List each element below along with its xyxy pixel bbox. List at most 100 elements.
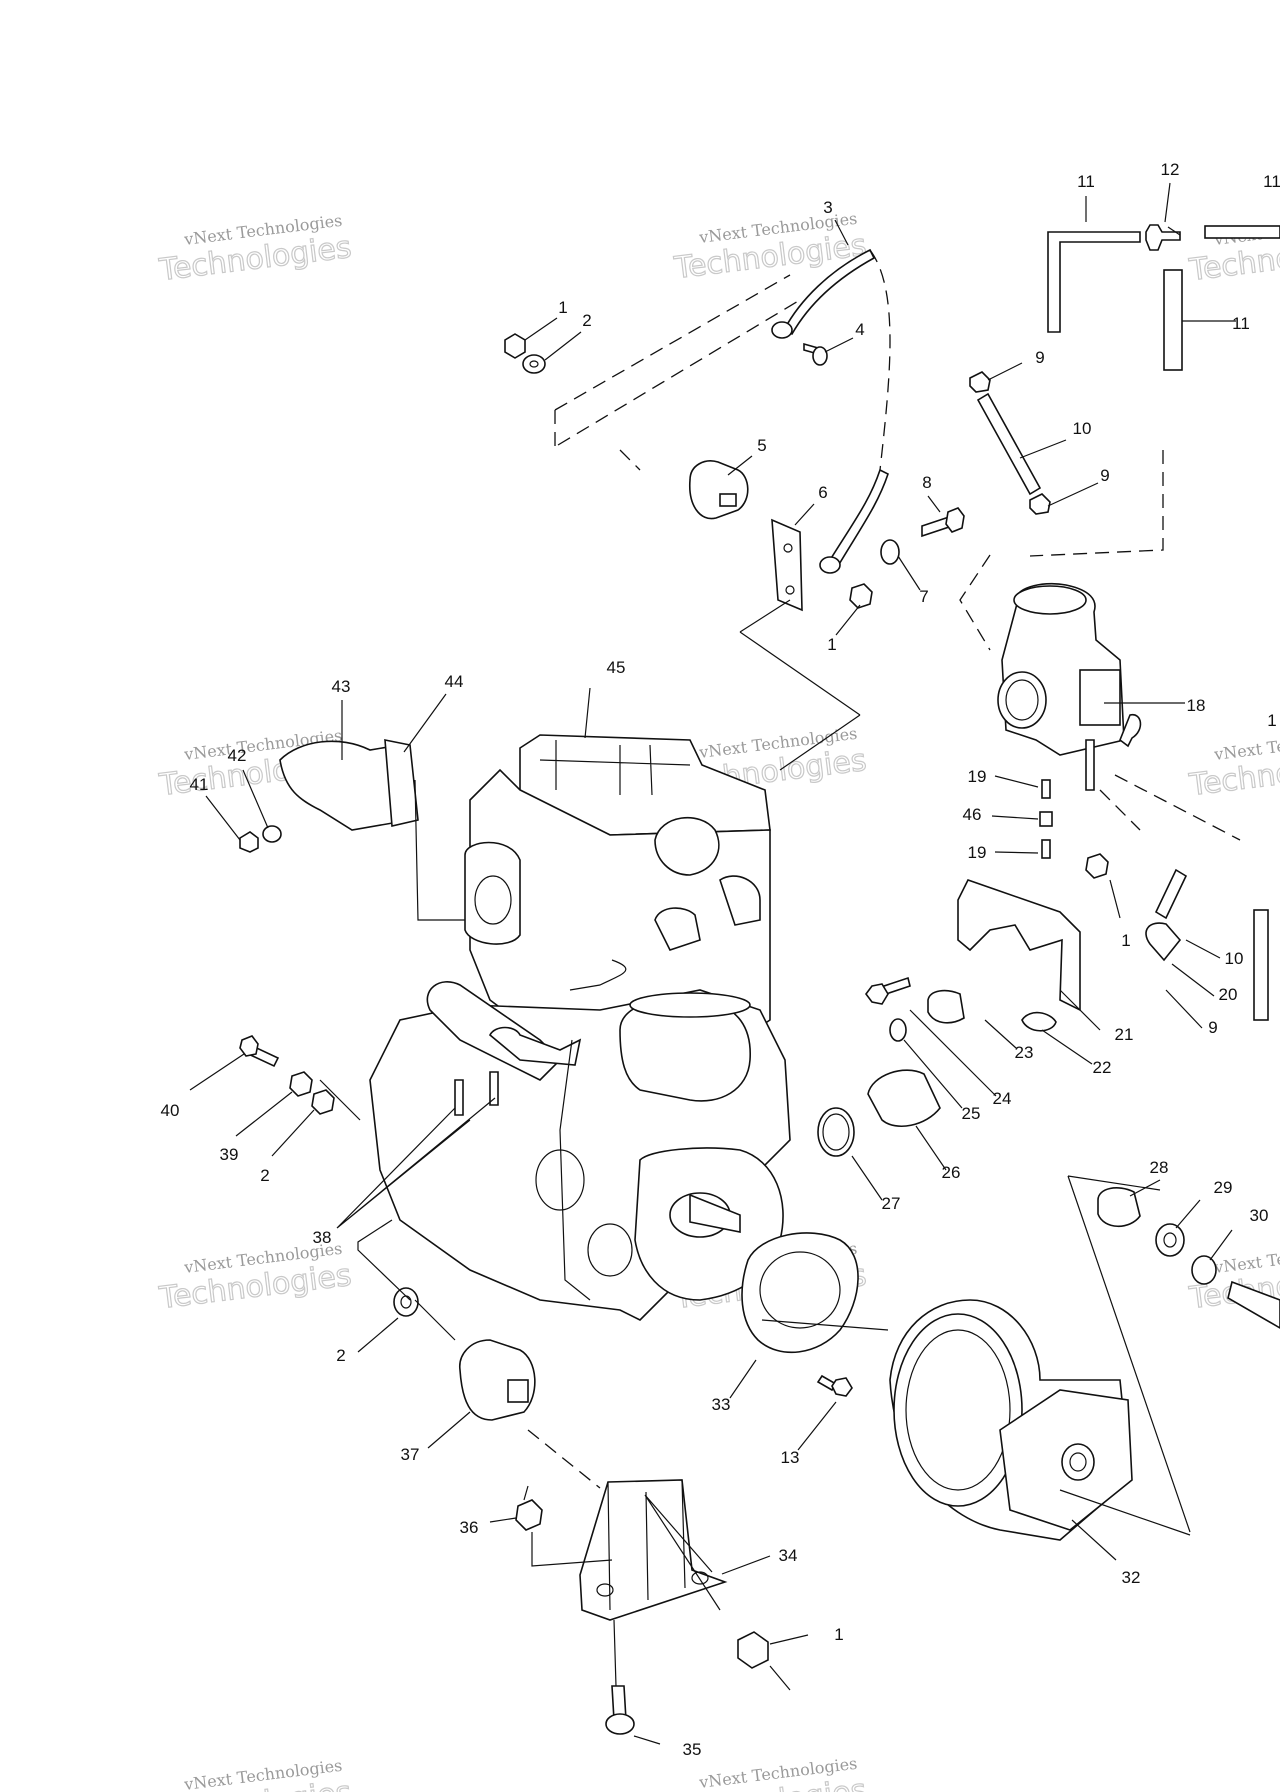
- clutch-cover-plate: [741, 1232, 859, 1354]
- washer: [889, 1018, 907, 1042]
- exhaust-manifold-group: [205, 693, 478, 921]
- rubber-mount: [689, 460, 749, 520]
- washer: [522, 354, 546, 374]
- carburetor-screw: [1085, 739, 1095, 791]
- callout-30: 30: [1250, 1206, 1269, 1225]
- lock-washer: [880, 539, 900, 565]
- engine-block: [336, 687, 791, 1321]
- callout-10: 10: [1073, 419, 1092, 438]
- callout-11: 11: [1232, 314, 1250, 333]
- callout-11: 11: [1077, 172, 1095, 191]
- callout-5: 5: [757, 436, 766, 455]
- nut: [515, 1499, 543, 1531]
- crankshaft: [689, 1193, 741, 1233]
- hose-clamp: [969, 371, 991, 393]
- clutch-sheave: [893, 1313, 1023, 1507]
- callout-46: 46: [963, 805, 982, 824]
- mount-stud: [507, 1379, 529, 1403]
- callout-7: 7: [919, 587, 928, 606]
- bolt-head: [831, 1377, 853, 1397]
- cable-terminal: [819, 556, 841, 574]
- thermostat-housing: [654, 816, 720, 876]
- callout-28: 28: [1150, 1158, 1169, 1177]
- vent-hose-group: [959, 182, 1280, 651]
- nut: [1085, 853, 1109, 879]
- nut: [737, 1631, 769, 1669]
- callout-42: 42: [228, 746, 247, 765]
- callout-11: 11: [1263, 172, 1280, 191]
- callout-27: 27: [882, 1194, 901, 1213]
- callout-9: 9: [1035, 348, 1044, 367]
- bolt-head: [865, 983, 889, 1005]
- callout-25: 25: [962, 1104, 981, 1123]
- carburetor-fitting: [1119, 713, 1142, 748]
- mount-stud: [719, 493, 737, 507]
- washer: [311, 1089, 335, 1115]
- callout-8: 8: [922, 473, 931, 492]
- callout-6: 6: [818, 483, 827, 502]
- callout-24: 24: [993, 1089, 1012, 1108]
- callout-9: 9: [1208, 1018, 1217, 1037]
- mount-fasteners-left: [189, 1035, 361, 1157]
- callout-3: 3: [823, 198, 832, 217]
- stud: [454, 1079, 464, 1116]
- intake-boot: [867, 1069, 941, 1128]
- cable-path-dashed: [869, 249, 891, 471]
- nut: [289, 1071, 313, 1097]
- callout-29: 29: [1214, 1178, 1233, 1197]
- bolt-head: [605, 1713, 635, 1735]
- washer: [393, 1287, 419, 1317]
- callout-23: 23: [1015, 1043, 1034, 1062]
- callout-40: 40: [161, 1101, 180, 1120]
- callout-33: 33: [712, 1395, 731, 1414]
- nut: [239, 831, 259, 853]
- clutch-group: [729, 1175, 1280, 1561]
- engine-mount-bracket: [579, 1479, 728, 1621]
- callout-19: 19: [968, 843, 987, 862]
- callout-13: 13: [781, 1448, 800, 1467]
- callout-2: 2: [336, 1346, 345, 1365]
- hose-clamp: [1029, 493, 1051, 515]
- nut: [504, 333, 526, 359]
- water-outlet: [719, 875, 761, 926]
- callout-37: 37: [401, 1445, 420, 1464]
- engine-mount-lower: [357, 1219, 809, 1745]
- callout-18: 18: [1187, 696, 1206, 715]
- callout-26: 26: [942, 1163, 961, 1182]
- callout-20: 20: [1219, 985, 1238, 1004]
- temp-sensor: [654, 907, 701, 951]
- washer: [1191, 1255, 1217, 1285]
- bolt-head: [945, 507, 965, 533]
- bolt-head: [812, 346, 828, 366]
- fuel-filter-line: [1154, 868, 1188, 920]
- callout-34: 34: [779, 1546, 798, 1565]
- ground-cable-lower: [828, 468, 889, 568]
- callout-1: 1: [1267, 711, 1276, 730]
- callout-44: 44: [445, 672, 464, 691]
- jet: [1041, 839, 1051, 859]
- ground-cable-group: [504, 219, 965, 771]
- vent-hose-elbow: [1047, 231, 1141, 333]
- callout-43: 43: [332, 677, 351, 696]
- callout-1: 1: [1121, 931, 1130, 950]
- fuel-line: [1253, 909, 1269, 1021]
- coolant-elbow: [489, 1026, 582, 1066]
- callout-45: 45: [607, 658, 626, 677]
- callout-9: 9: [1100, 466, 1109, 485]
- rubber-mount: [927, 989, 965, 1024]
- callout-4: 4: [855, 320, 864, 339]
- spacer: [1097, 1187, 1141, 1228]
- callout-10: 10: [1225, 949, 1244, 968]
- vent-hose-vertical: [1163, 269, 1183, 371]
- frame-rail-outline: [554, 274, 801, 471]
- carburetor: [817, 582, 1269, 1201]
- callout-36: 36: [460, 1518, 479, 1537]
- exhaust-gasket: [384, 739, 419, 827]
- stud: [489, 1071, 499, 1106]
- washer: [262, 825, 282, 843]
- fuel-filter: [1145, 922, 1182, 962]
- grommet: [1021, 1011, 1057, 1032]
- callout-1: 1: [827, 635, 836, 654]
- callout-21: 21: [1115, 1025, 1134, 1044]
